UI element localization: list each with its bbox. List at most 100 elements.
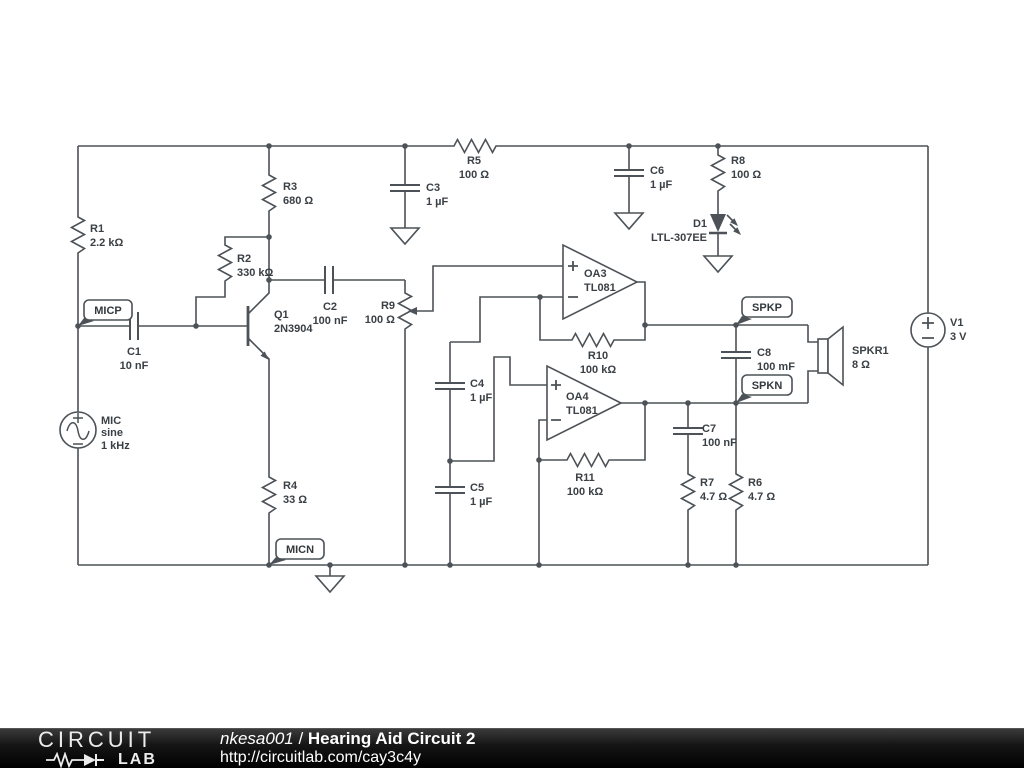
resistor-diode-logo-icon [46, 752, 104, 768]
resistor-r7: R7 4.7 Ω [680, 471, 727, 513]
junction-dot [642, 322, 648, 328]
opamp-plus-minus-icon [551, 380, 561, 421]
c8-value-label: 100 mF [757, 361, 795, 373]
junction-dot [733, 562, 739, 568]
led-ray-arrowhead [730, 218, 738, 226]
sine-wave-icon [66, 422, 90, 440]
callout-pointer [736, 316, 752, 325]
c5-value-label: 1 µF [470, 496, 493, 508]
mic-frequency-label: 1 kHz [101, 440, 130, 452]
opamp-oa3: OA3 TL081 [562, 243, 639, 321]
opamp-plus-minus-icon [568, 261, 578, 298]
junction-dot [685, 562, 691, 568]
capacitor-c1: C1 10 nF [120, 346, 149, 372]
source-polarity-icon [922, 317, 934, 339]
spkn-label: SPKN [752, 380, 783, 392]
r11-ref-label: R11 [575, 472, 595, 484]
net-label-spkp: SPKP [736, 296, 793, 325]
led-ray-arrowhead [733, 227, 741, 235]
r5-ref-label: R5 [467, 155, 481, 167]
c3-value-label: 1 µF [426, 196, 449, 208]
source-circle-icon [910, 312, 946, 348]
oa4-value-label: TL081 [566, 405, 598, 417]
circuitlab-logo-lab: LAB [118, 751, 157, 768]
junction-dot [626, 143, 632, 149]
r9-ref-label: R9 [381, 300, 395, 312]
capacitor-c5: C5 1 µF [470, 482, 493, 508]
net-label-micn: MICN [269, 538, 325, 565]
c8-ref-label: C8 [757, 347, 771, 359]
junction-dot [266, 234, 272, 240]
circuitlab-logo: CIRCUIT LAB [38, 729, 216, 768]
speaker-magnet-icon [817, 338, 829, 374]
resistor-r1: R1 2.2 kΩ [70, 214, 123, 256]
opamp-triangle-icon [546, 364, 623, 442]
junction-dot [447, 562, 453, 568]
caption-separator: / [293, 729, 308, 749]
net-label-spkn: SPKN [736, 374, 793, 403]
resistor-r2: R2 330 kΩ [217, 242, 274, 284]
schematic-title: Hearing Aid Circuit 2 [307, 729, 476, 749]
resistor-r6: R6 4.7 Ω [728, 471, 775, 513]
capacitor-c3: C3 1 µF [426, 182, 449, 208]
capacitor-c7: C7 100 nF [702, 423, 737, 449]
r1-value-label: 2.2 kΩ [90, 237, 123, 249]
callout-box [741, 374, 793, 396]
capacitor-c6: C6 1 µF [650, 165, 673, 191]
speaker-cone-icon [827, 325, 844, 387]
potentiometer-r9: R9 100 Ω [365, 290, 417, 332]
opamp-triangle-icon [562, 243, 639, 321]
source-polarity-icon [73, 413, 83, 445]
ground-icon [314, 212, 734, 594]
c7-value-label: 100 nF [702, 437, 737, 449]
callout-box [275, 538, 325, 560]
net-label-micp: MICP [78, 299, 133, 326]
junction-dot [266, 143, 272, 149]
junction-dot [537, 294, 543, 300]
oa4-ref-label: OA4 [566, 391, 590, 403]
micp-label: MICP [94, 305, 122, 317]
c7-ref-label: C7 [702, 423, 716, 435]
r6-ref-label: R6 [748, 477, 762, 489]
mic-waveform-label: sine [101, 427, 123, 439]
q1-value-label: 2N3904 [274, 323, 313, 335]
opamp-oa4: OA4 TL081 [546, 364, 623, 442]
circuitlab-footer-bar: CIRCUIT LAB nkesa001 / Hearing Aid Circu… [0, 728, 1024, 768]
resistor-r3: R3 680 Ω [261, 172, 313, 214]
oa3-ref-label: OA3 [584, 268, 607, 280]
schematic-canvas: R1 2.2 kΩ R3 680 Ω R2 330 kΩ R4 33 Ω R5 … [59, 138, 967, 594]
callout-box [741, 296, 793, 318]
oa3-value-label: TL081 [584, 282, 616, 294]
c5-ref-label: C5 [470, 482, 484, 494]
junction-dot [536, 457, 542, 463]
spkr1-value-label: 8 Ω [852, 359, 870, 371]
junction-dot [75, 323, 81, 329]
author-name: nkesa001 [220, 729, 294, 749]
c1-value-label: 10 nF [120, 360, 149, 372]
c3-ref-label: C3 [426, 182, 440, 194]
r2-value-label: 330 kΩ [237, 267, 274, 279]
junction-dot [733, 322, 739, 328]
spkr1-ref-label: SPKR1 [852, 345, 889, 357]
r7-value-label: 4.7 Ω [700, 491, 727, 503]
r8-value-label: 100 Ω [731, 169, 761, 181]
junction-dot [642, 400, 648, 406]
r1-ref-label: R1 [90, 223, 104, 235]
capacitor-c8: C8 100 mF [757, 347, 795, 373]
junction-dot [447, 458, 453, 464]
resistor-r10: R10 100 kΩ [569, 332, 617, 376]
npn-transistor-q1: Q1 2N3904 [246, 306, 313, 360]
spkp-label: SPKP [752, 302, 782, 314]
v1-ref-label: V1 [950, 317, 963, 329]
circuitlab-logo-wordmark: CIRCUIT [38, 727, 156, 752]
junction-dot [266, 562, 272, 568]
caption-title-line: nkesa001 / Hearing Aid Circuit 2 [220, 729, 475, 749]
c4-value-label: 1 µF [470, 392, 493, 404]
resistor-r4: R4 33 Ω [261, 474, 307, 516]
schematic-url-link[interactable]: http://circuitlab.com/cay3c4y [220, 749, 421, 767]
junction-dot [536, 562, 542, 568]
voltage-source-v1: V1 3 V [910, 312, 967, 348]
c6-ref-label: C6 [650, 165, 664, 177]
c1-ref-label: C1 [127, 346, 141, 358]
